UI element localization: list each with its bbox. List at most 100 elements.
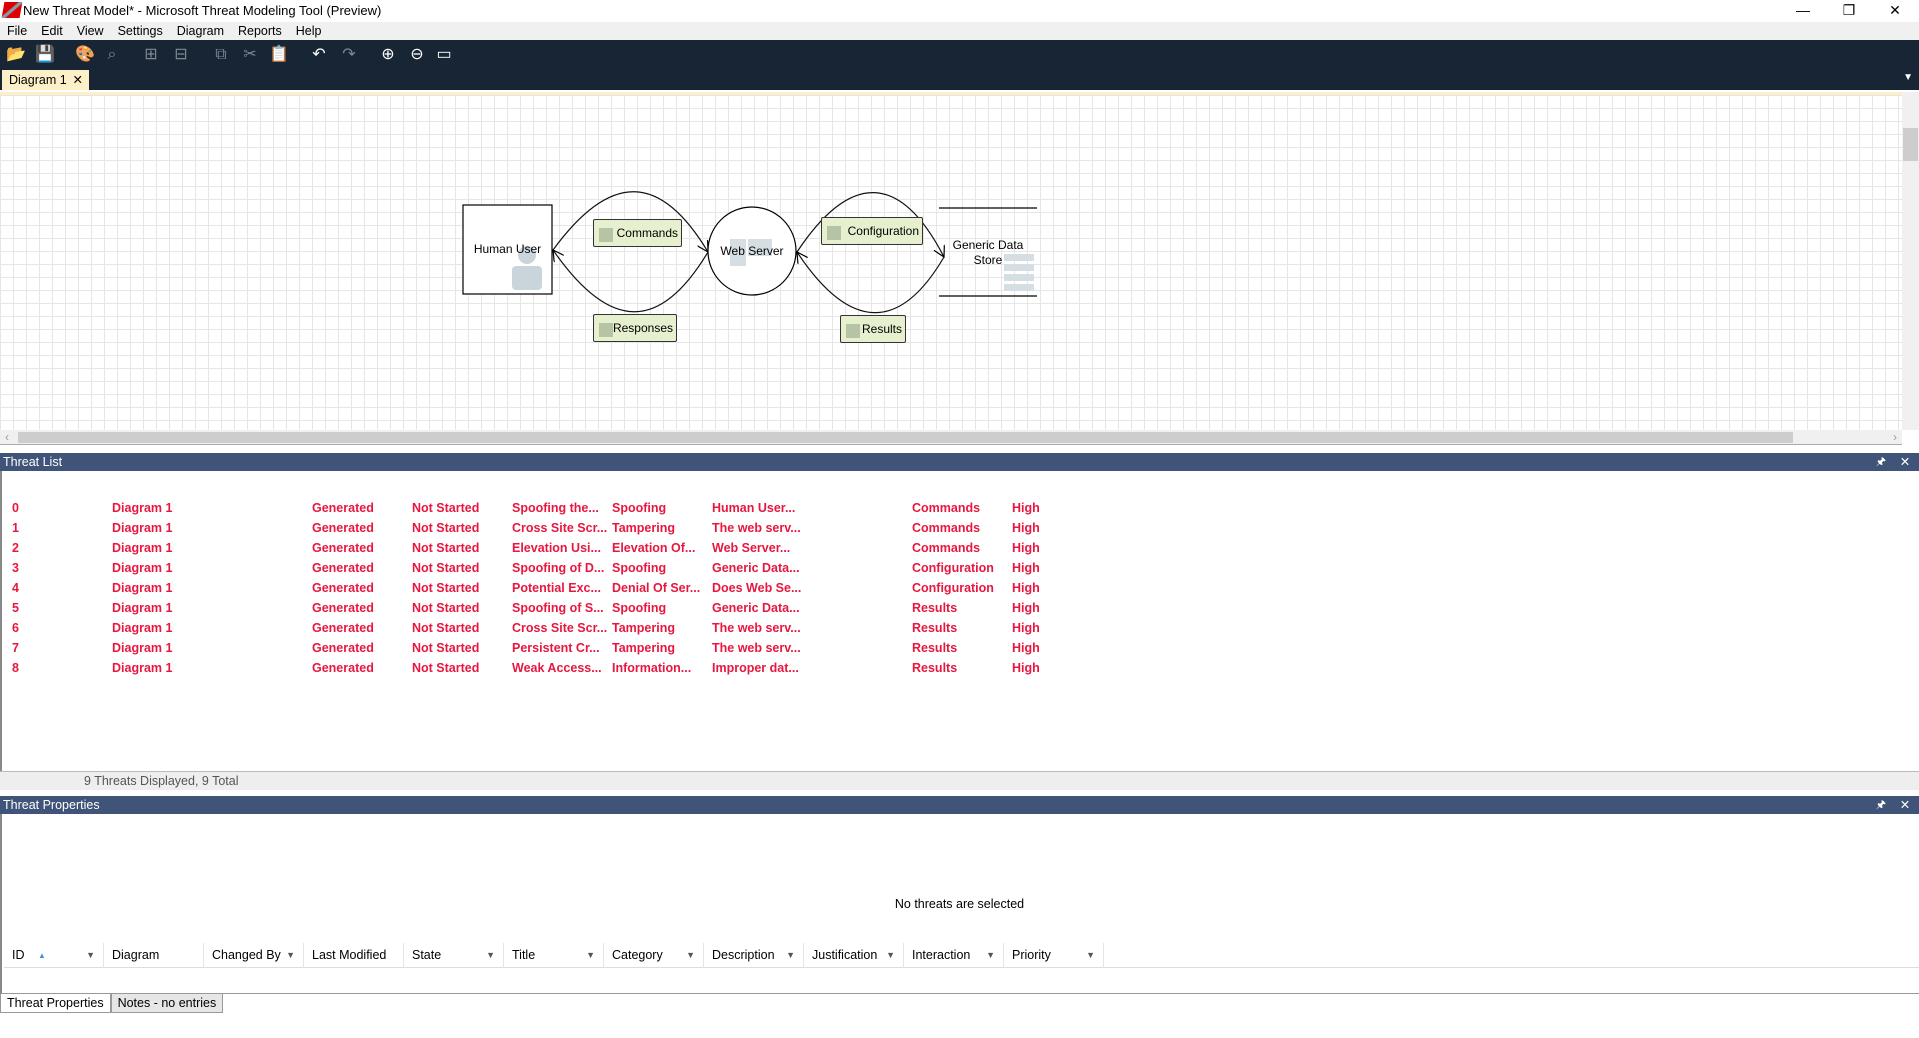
cell-title: Spoofing of S...	[512, 601, 604, 615]
column-header-justification[interactable]: Justification▼	[804, 943, 904, 968]
filter-dropdown-icon[interactable]: ▼	[86, 950, 95, 960]
filter-dropdown-icon[interactable]: ▼	[786, 950, 795, 960]
column-label: Priority	[1012, 948, 1051, 962]
close-button[interactable]: ✕	[1889, 2, 1901, 18]
column-header-last-modified[interactable]: Last Modified	[304, 943, 404, 968]
analysis-view-icon[interactable]: ⌕	[107, 46, 117, 63]
filter-dropdown-icon[interactable]: ▼	[986, 950, 995, 960]
delete-diagram-icon[interactable]: ⊟	[174, 46, 188, 63]
menu-settings[interactable]: Settings	[117, 24, 163, 38]
no-selection-message: No threats are selected	[894, 897, 1025, 911]
flow-label-responses[interactable]: Responses	[593, 314, 677, 342]
restore-button[interactable]: ❐	[1842, 2, 1856, 18]
flow-label-text: Configuration	[847, 224, 919, 238]
scroll-thumb[interactable]	[18, 432, 1793, 443]
cell-id: 2	[12, 541, 19, 555]
close-panel-icon[interactable]: ✕	[1899, 455, 1911, 469]
flow-label-text: Commands	[616, 226, 678, 240]
column-header-description[interactable]: Description▼	[704, 943, 804, 968]
diagram-canvas[interactable]: Human User Web Server Generic Data Store…	[0, 92, 1902, 430]
scroll-right-icon[interactable]: ›	[1893, 430, 1897, 444]
comment-icon[interactable]: ▭	[436, 46, 452, 63]
save-icon[interactable]: 💾	[35, 46, 55, 63]
data-store-label[interactable]: Generic Data Store	[952, 238, 1024, 267]
menu-file[interactable]: File	[7, 24, 28, 38]
palette-icon[interactable]: 🎨	[75, 46, 95, 63]
copy-icon[interactable]: ⧉	[215, 46, 227, 63]
new-diagram-icon[interactable]: ⊞	[144, 46, 158, 63]
flow-label-results[interactable]: Results	[840, 315, 906, 343]
open-icon[interactable]: 📂	[6, 46, 26, 63]
tab-diagram-1[interactable]: Diagram 1✕	[2, 70, 89, 90]
human-user-label[interactable]: Human User	[473, 242, 542, 256]
zoom-in-icon[interactable]: ⊕	[381, 46, 395, 63]
web-server-label[interactable]: Web Server	[720, 244, 784, 258]
cell-interaction: Commands	[912, 521, 981, 535]
cell-diagram: Diagram 1	[112, 581, 173, 595]
column-header-id[interactable]: ID▼▲	[4, 943, 104, 968]
cell-last-modified: Generated	[312, 561, 374, 575]
column-header-title[interactable]: Title▼	[504, 943, 604, 968]
filter-dropdown-icon[interactable]: ▼	[486, 950, 495, 960]
cell-category: Spoofing	[612, 501, 667, 515]
diagram-svg	[462, 191, 1037, 314]
column-header-interaction[interactable]: Interaction▼	[904, 943, 1004, 968]
scroll-left-icon[interactable]: ‹	[5, 430, 9, 444]
tab-threat-properties[interactable]: Threat Properties	[0, 994, 111, 1013]
cell-description: Web Server...	[712, 541, 791, 555]
cut-icon[interactable]: ✂	[243, 46, 257, 63]
close-tab-icon[interactable]: ✕	[72, 73, 83, 87]
pin-icon[interactable]: 🖈	[1875, 799, 1887, 811]
menu-help[interactable]: Help	[295, 24, 322, 38]
zoom-out-icon[interactable]: ⊖	[410, 46, 424, 63]
cell-description: Human User...	[712, 501, 796, 515]
flow-label-configuration[interactable]: Configuration	[821, 217, 923, 245]
cell-description: Generic Data...	[712, 561, 800, 575]
flow-label-commands[interactable]: Commands	[593, 219, 682, 247]
pin-icon[interactable]: 🖈	[1875, 456, 1887, 468]
window-title: New Threat Model* - Microsoft Threat Mod…	[23, 3, 382, 18]
column-header-diagram[interactable]: Diagram	[104, 943, 204, 968]
cell-category: Tampering	[612, 641, 675, 655]
cell-priority: High	[1012, 581, 1040, 595]
threat-properties-panel	[0, 814, 1919, 994]
flow-label-text: Results	[861, 322, 902, 336]
close-panel-icon[interactable]: ✕	[1899, 798, 1911, 812]
menu-view[interactable]: View	[76, 24, 104, 38]
column-header-state[interactable]: State▼	[404, 943, 504, 968]
menu-diagram[interactable]: Diagram	[176, 24, 224, 38]
toolbar: 📂 💾 🎨 ⌕ ⊞ ⊟ ⧉ ✂ 📋 ↶ ↷ ⊕ ⊖ ▭	[0, 40, 1919, 90]
minimize-button[interactable]: —	[1796, 2, 1810, 18]
column-header-category[interactable]: Category▼	[604, 943, 704, 968]
column-header-changed-by[interactable]: Changed By▼	[204, 943, 304, 968]
cell-id: 4	[12, 581, 19, 595]
filter-dropdown-icon[interactable]: ▼	[586, 950, 595, 960]
undo-icon[interactable]: ↶	[312, 46, 326, 63]
cell-title: Weak Access...	[512, 661, 602, 675]
tab-notes[interactable]: Notes - no entries	[110, 994, 224, 1013]
menu-edit[interactable]: Edit	[41, 24, 63, 38]
scroll-thumb[interactable]	[1903, 128, 1918, 161]
paste-icon[interactable]: 📋	[269, 46, 289, 63]
cell-category: Spoofing	[612, 601, 667, 615]
filter-dropdown-icon[interactable]: ▼	[286, 950, 295, 960]
tab-list-dropdown-icon[interactable]: ▼	[1903, 72, 1913, 83]
horizontal-scrollbar[interactable]: ‹›	[0, 430, 1902, 445]
filter-dropdown-icon[interactable]: ▼	[1086, 950, 1095, 960]
filter-dropdown-icon[interactable]: ▼	[686, 950, 695, 960]
redo-icon[interactable]: ↷	[342, 46, 356, 63]
vertical-scrollbar[interactable]	[1902, 92, 1919, 430]
cell-last-modified: Generated	[312, 621, 374, 635]
menu-reports[interactable]: Reports	[238, 24, 282, 38]
column-header-priority[interactable]: Priority ▼	[1004, 943, 1104, 968]
filter-dropdown-icon[interactable]: ▼	[886, 950, 895, 960]
